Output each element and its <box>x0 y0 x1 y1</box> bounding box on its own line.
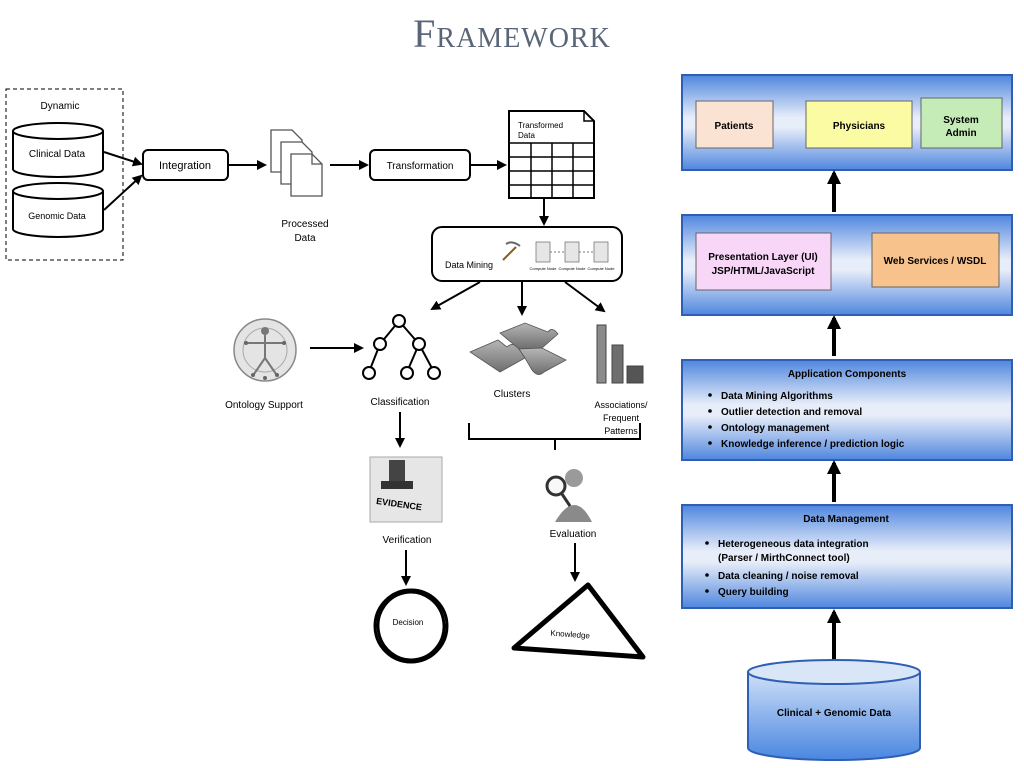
ontology-vitruvian-icon <box>233 318 297 382</box>
bullet-dot <box>708 409 712 413</box>
application-component-item-3: Ontology management <box>721 423 830 434</box>
transformation-box: Transformation <box>369 149 471 181</box>
system-admin-box: System Admin <box>920 97 1003 149</box>
arrow-datamining-to-classification <box>430 281 481 310</box>
knowledge-triangle: Knowledge <box>511 582 646 660</box>
presentation-label-line1: Presentation Layer (UI) <box>708 252 817 263</box>
arrow-clinical-to-integration <box>103 151 143 167</box>
presentation-layer: Presentation Layer (UI) JSP/HTML/JavaScr… <box>681 214 1013 316</box>
associations-label-line1: Associations/ <box>594 400 648 410</box>
patients-label: Patients <box>715 121 754 132</box>
application-component-item-1: Data Mining Algorithms <box>721 391 833 402</box>
processed-data-documents-icon <box>270 129 323 197</box>
arrow-datamining-to-associations <box>564 281 606 313</box>
decision-circle: Decision <box>373 588 449 664</box>
genomic-data-cylinder: Genomic Data <box>12 182 104 238</box>
ontology-support-label: Ontology Support <box>225 400 303 411</box>
physicians-label: Physicians <box>833 121 886 132</box>
presentation-label-line2: JSP/HTML/JavaScript <box>712 266 815 277</box>
application-components-heading: Application Components <box>788 369 907 380</box>
transformed-data-table-icon <box>508 110 595 199</box>
data-management-item-2: Data cleaning / noise removal <box>718 571 859 582</box>
patients-box: Patients <box>695 100 774 149</box>
arrow-genomic-to-integration <box>103 174 143 211</box>
page-title: Framework <box>413 11 611 56</box>
application-components-layer: Application Components Data Mining Algor… <box>681 359 1013 461</box>
genomic-data-label: Genomic Data <box>28 211 86 221</box>
transformed-data-label-line1: Transformed <box>518 121 563 130</box>
associations-label-line2: Frequent <box>603 413 640 423</box>
transformed-data-label-line2: Data <box>518 131 535 140</box>
data-management-layer: Data Management Heterogeneous data integ… <box>681 504 1013 609</box>
processed-data-label-line1: Processed <box>281 219 328 230</box>
system-admin-label-line1: System <box>943 115 979 126</box>
data-management-item-1-line2: (Parser / MirthConnect tool) <box>718 553 850 564</box>
processed-data-label-line2: Data <box>294 233 316 244</box>
pickaxe-icon <box>502 241 521 261</box>
knowledge-label: Knowledge <box>550 629 591 641</box>
classification-label: Classification <box>371 397 430 408</box>
classification-tree-icon <box>362 314 441 380</box>
transformation-label: Transformation <box>387 161 454 172</box>
users-layer: Patients Physicians System Admin <box>681 74 1013 171</box>
dynamic-label: Dynamic <box>41 101 80 112</box>
bullet-dot <box>708 441 712 445</box>
application-component-item-4: Knowledge inference / prediction logic <box>721 439 905 450</box>
data-management-item-3: Query building <box>718 587 789 598</box>
presentation-ui-box: Presentation Layer (UI) JSP/HTML/JavaScr… <box>695 232 832 291</box>
physicians-box: Physicians <box>805 100 913 149</box>
data-management-heading: Data Management <box>803 514 889 525</box>
associations-label-line3: Patterns <box>604 426 638 436</box>
data-mining-label: Data Mining <box>445 260 493 270</box>
integration-box: Integration <box>142 149 229 181</box>
application-component-item-2: Outlier detection and removal <box>721 407 862 418</box>
verification-label: Verification <box>383 535 432 546</box>
system-admin-label-line2: Admin <box>945 128 976 139</box>
compute-node-label-2: Compute Node <box>559 266 587 271</box>
dynamic-sources-group: Dynamic Clinical Data Genomic Data <box>5 88 124 261</box>
evaluation-magnifier-icon <box>545 469 592 522</box>
clinical-genomic-database-cylinder: Clinical + Genomic Data <box>747 659 921 761</box>
decision-label: Decision <box>393 618 424 627</box>
bullet-dot <box>708 393 712 397</box>
associations-bars-icon <box>596 324 644 384</box>
clinical-data-label: Clinical Data <box>29 149 86 160</box>
clusters-puzzle-icon <box>469 322 567 375</box>
bullet-dot <box>708 425 712 429</box>
web-services-box: Web Services / WSDL <box>871 232 1000 288</box>
compute-node-label-3: Compute Node <box>588 266 616 271</box>
clinical-data-cylinder: Clinical Data <box>12 122 104 178</box>
clusters-label: Clusters <box>494 389 531 400</box>
compute-nodes-icon: Compute Node Compute Node Compute Node <box>530 241 616 271</box>
data-management-item-1-line1: Heterogeneous data integration <box>718 539 869 550</box>
database-label: Clinical + Genomic Data <box>777 708 892 719</box>
web-services-label: Web Services / WSDL <box>884 256 987 267</box>
integration-label: Integration <box>159 160 211 172</box>
evaluation-label: Evaluation <box>550 529 597 540</box>
compute-node-label-1: Compute Node <box>530 266 558 271</box>
data-mining-box: Data Mining Compute Node Compute Node Co… <box>431 226 623 282</box>
evidence-stamp-icon: EVIDENCE <box>369 456 443 523</box>
